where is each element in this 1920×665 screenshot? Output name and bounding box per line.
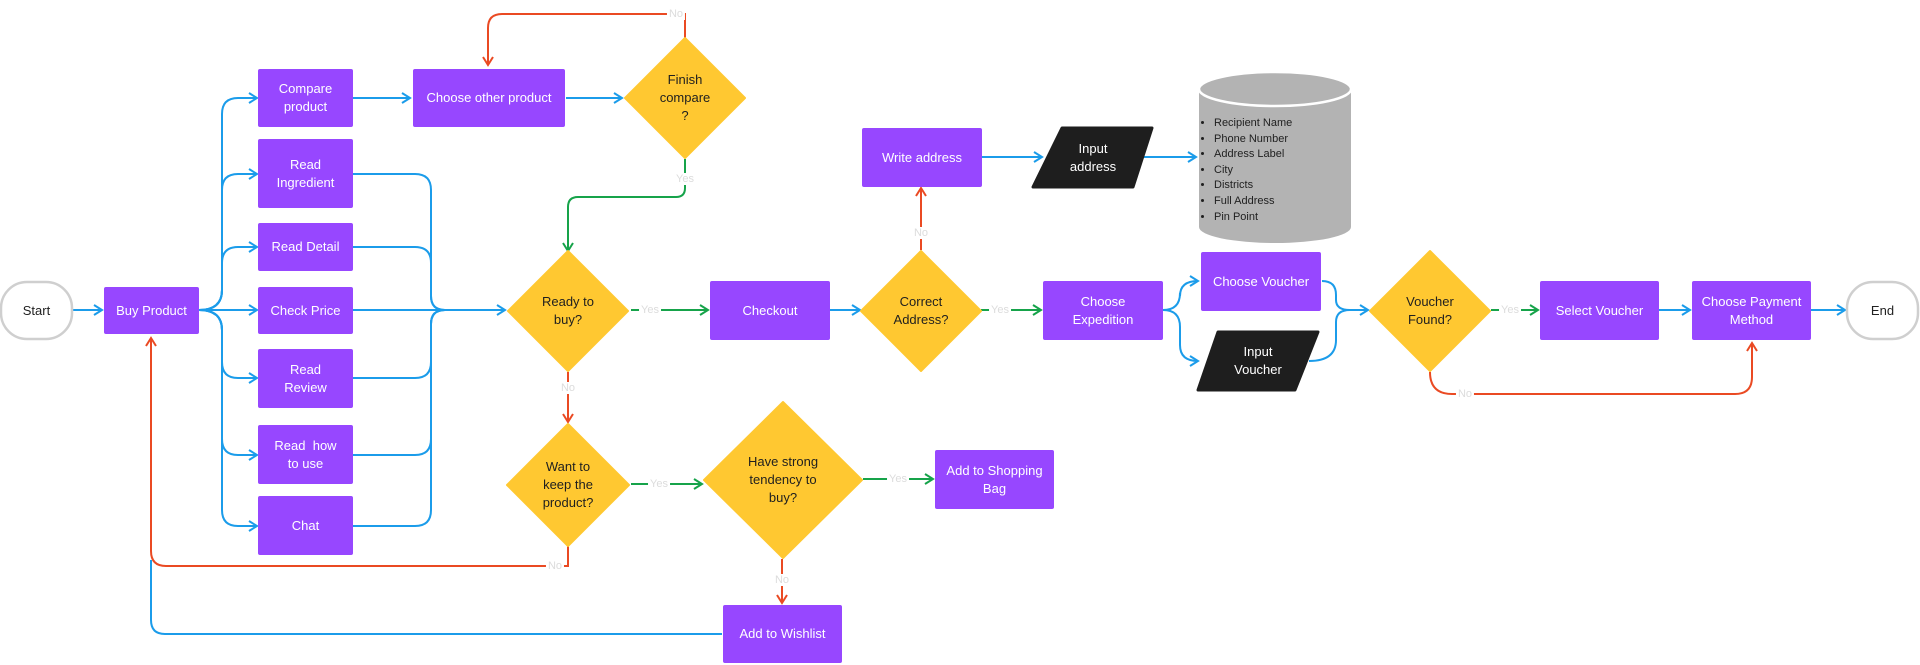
strong-tendency-diamond: [703, 401, 863, 559]
read-ingredient-box: [258, 139, 353, 208]
write-address-box: [862, 128, 982, 187]
database-field-list: Recipient Name Phone Number Address Labe…: [1200, 116, 1364, 225]
edge-finish-no-loop: [482, 13, 686, 67]
check-price-box: [258, 287, 353, 334]
edge-buy-to-howto: [198, 309, 259, 461]
choose-voucher-box: [1201, 252, 1321, 311]
edge-choose-merge: [1321, 280, 1351, 311]
input-address-shape: [1031, 126, 1154, 189]
choose-expedition-box: [1043, 281, 1163, 340]
add-to-shopping-bag-box: [935, 450, 1054, 509]
edge-exp-to-choose: [1162, 275, 1200, 311]
edge-found-no: [1429, 341, 1758, 395]
checkout-box: [710, 281, 830, 340]
finish-compare-diamond: [624, 37, 746, 159]
chat-box: [258, 496, 353, 555]
choose-other-product-box: [413, 69, 565, 127]
edge-wishlist-to-buy: [150, 560, 722, 635]
correct-address-diamond: [860, 250, 982, 372]
edge-label-strong-yes: Yes: [887, 473, 909, 485]
want-to-keep-diamond: [506, 423, 630, 547]
select-voucher-box: [1540, 281, 1659, 340]
edge-label-finish-no: No: [666, 8, 686, 20]
db-field: Full Address: [1214, 194, 1364, 210]
choose-payment-method-box: [1692, 281, 1811, 340]
edge-buy-to-detail: [198, 241, 259, 311]
edge-label-strong-no: No: [772, 574, 792, 586]
db-field: Districts: [1214, 178, 1364, 194]
buy-product-box: [104, 287, 199, 334]
edge-label-ready-yes: Yes: [639, 304, 661, 316]
edge-label-found-no: No: [1455, 388, 1475, 400]
edge-buy-to-review: [198, 309, 259, 384]
compare-product-box: [258, 69, 353, 127]
edge-label-found-yes: Yes: [1499, 304, 1521, 316]
voucher-found-diamond: [1369, 250, 1491, 372]
edge-label-keep-yes: Yes: [648, 478, 670, 490]
db-field: Address Label: [1214, 147, 1364, 163]
add-to-wishlist-box: [723, 605, 842, 663]
address-database: [1197, 70, 1353, 243]
db-field: Phone Number: [1214, 132, 1364, 148]
edge-label-keep-no: No: [545, 560, 565, 572]
edge-chat-merge: [353, 309, 446, 527]
edge-label-correct-no: No: [911, 227, 931, 239]
edge-label-ready-no: No: [558, 382, 578, 394]
edge-buy-to-chat: [198, 309, 259, 532]
edge-input-merge: [1308, 309, 1351, 362]
end-node: [1845, 280, 1920, 341]
edge-keep-no: [145, 336, 569, 567]
read-detail-box: [258, 223, 353, 271]
edge-label-finish-yes: Yes: [674, 173, 696, 185]
edge-finish-yes: [562, 159, 686, 253]
ready-to-buy-diamond: [507, 250, 629, 372]
edge-buy-to-ingredient: [198, 168, 259, 311]
read-how-to-use-box: [258, 425, 353, 484]
read-review-box: [258, 349, 353, 408]
edge-exp-to-input: [1162, 309, 1200, 367]
start-node: [0, 280, 74, 341]
db-field: Recipient Name: [1214, 116, 1364, 132]
db-field: Pin Point: [1214, 210, 1364, 226]
db-field: City: [1214, 163, 1364, 179]
edge-buy-to-compare: [198, 92, 259, 311]
edge-detail-merge: [353, 246, 446, 311]
edge-label-correct-yes: Yes: [989, 304, 1011, 316]
input-voucher-shape: [1196, 330, 1320, 392]
